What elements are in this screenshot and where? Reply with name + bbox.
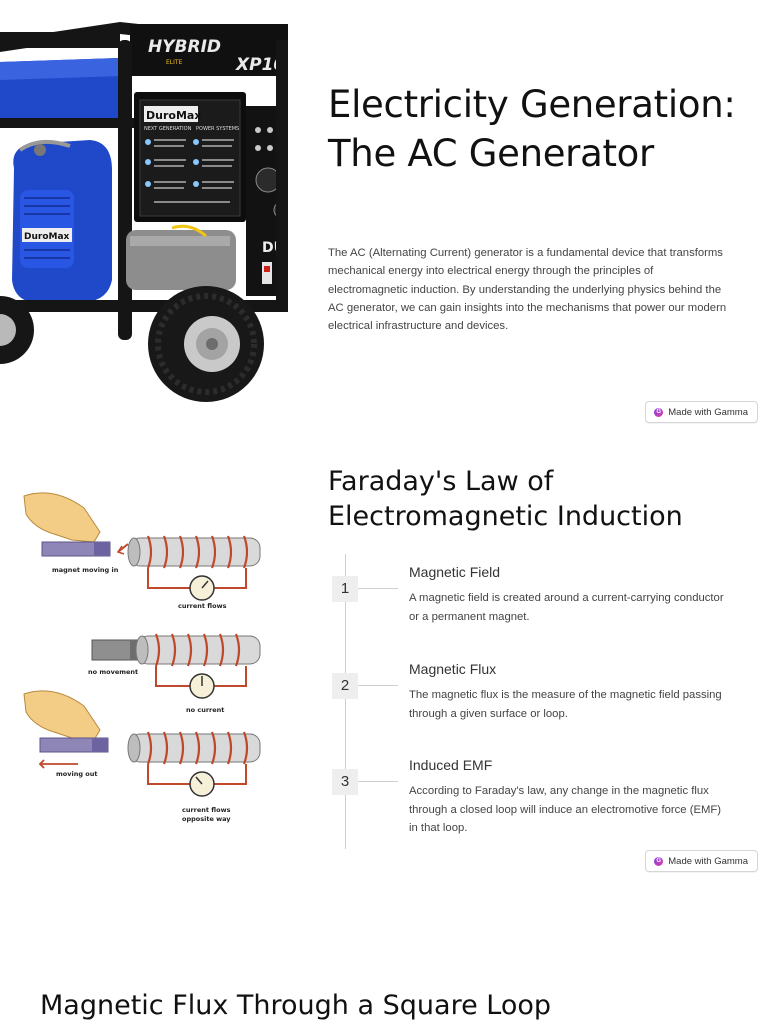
panel2-result-label: no current (186, 706, 224, 714)
step-connector (358, 588, 398, 589)
panel-sub-left: NEXT GENERATION (144, 126, 192, 132)
step-description: The magnetic flux is the measure of the … (409, 689, 722, 720)
frame-sub-label: ELITE (166, 59, 183, 66)
step-description: A magnetic field is created around a cur… (409, 592, 724, 623)
engine-brand: DuroMax (24, 232, 70, 242)
section-title-magnetic-flux: Magnetic Flux Through a Square Loop (40, 990, 552, 1021)
slide-ac-generator: HYBRID ELITE XP10 DuroMax NEXT GENERATIO… (0, 0, 768, 432)
frame-label: HYBRID (148, 37, 221, 57)
step-connector (358, 781, 398, 782)
model-label: XP10 (235, 55, 285, 75)
panel-sub-right: POWER SYSTEMS (196, 126, 239, 132)
step-number: 2 (332, 673, 358, 699)
step-number: 3 (332, 769, 358, 795)
step-description: According to Faraday's law, any change i… (409, 785, 722, 834)
panel-brand: DuroMax (146, 109, 201, 122)
panel3-result-label-2: opposite way (182, 815, 231, 823)
panel2-motion-label: no movement (88, 668, 138, 676)
step-connector (358, 685, 398, 686)
intro-paragraph: The AC (Alternating Current) generator i… (328, 247, 727, 333)
slide-faraday-law: magnet moving in current flows no moveme… (0, 432, 768, 880)
made-with-gamma-badge[interactable]: G Made with Gamma (645, 401, 758, 423)
step-title: Magnetic Flux (409, 661, 497, 677)
panel1-result-label: current flows (178, 602, 227, 610)
section-title-faraday: Faraday's Law of Electromagnetic Inducti… (328, 466, 683, 532)
made-with-gamma-badge[interactable]: G Made with Gamma (645, 850, 758, 872)
faraday-induction-diagram: magnet moving in current flows no moveme… (14, 484, 274, 834)
gamma-logo-icon: G (654, 407, 664, 417)
badge-label: Made with Gamma (668, 855, 748, 867)
panel1-motion-label: magnet moving in (52, 566, 119, 574)
step-number: 1 (332, 576, 358, 602)
panel3-result-label-1: current flows (182, 806, 231, 814)
timeline-line (345, 554, 346, 849)
panel3-motion-label: moving out (56, 770, 97, 778)
gamma-logo-icon: G (654, 856, 664, 866)
badge-label: Made with Gamma (668, 406, 748, 418)
generator-image: HYBRID ELITE XP10 DuroMax NEXT GENERATIO… (0, 0, 288, 432)
page-title: Electricity Generation: The AC Generator (328, 83, 736, 175)
step-title: Magnetic Field (409, 564, 501, 580)
slide-magnetic-flux: Magnetic Flux Through a Square Loop (0, 880, 768, 1024)
step-title: Induced EMF (409, 757, 493, 773)
